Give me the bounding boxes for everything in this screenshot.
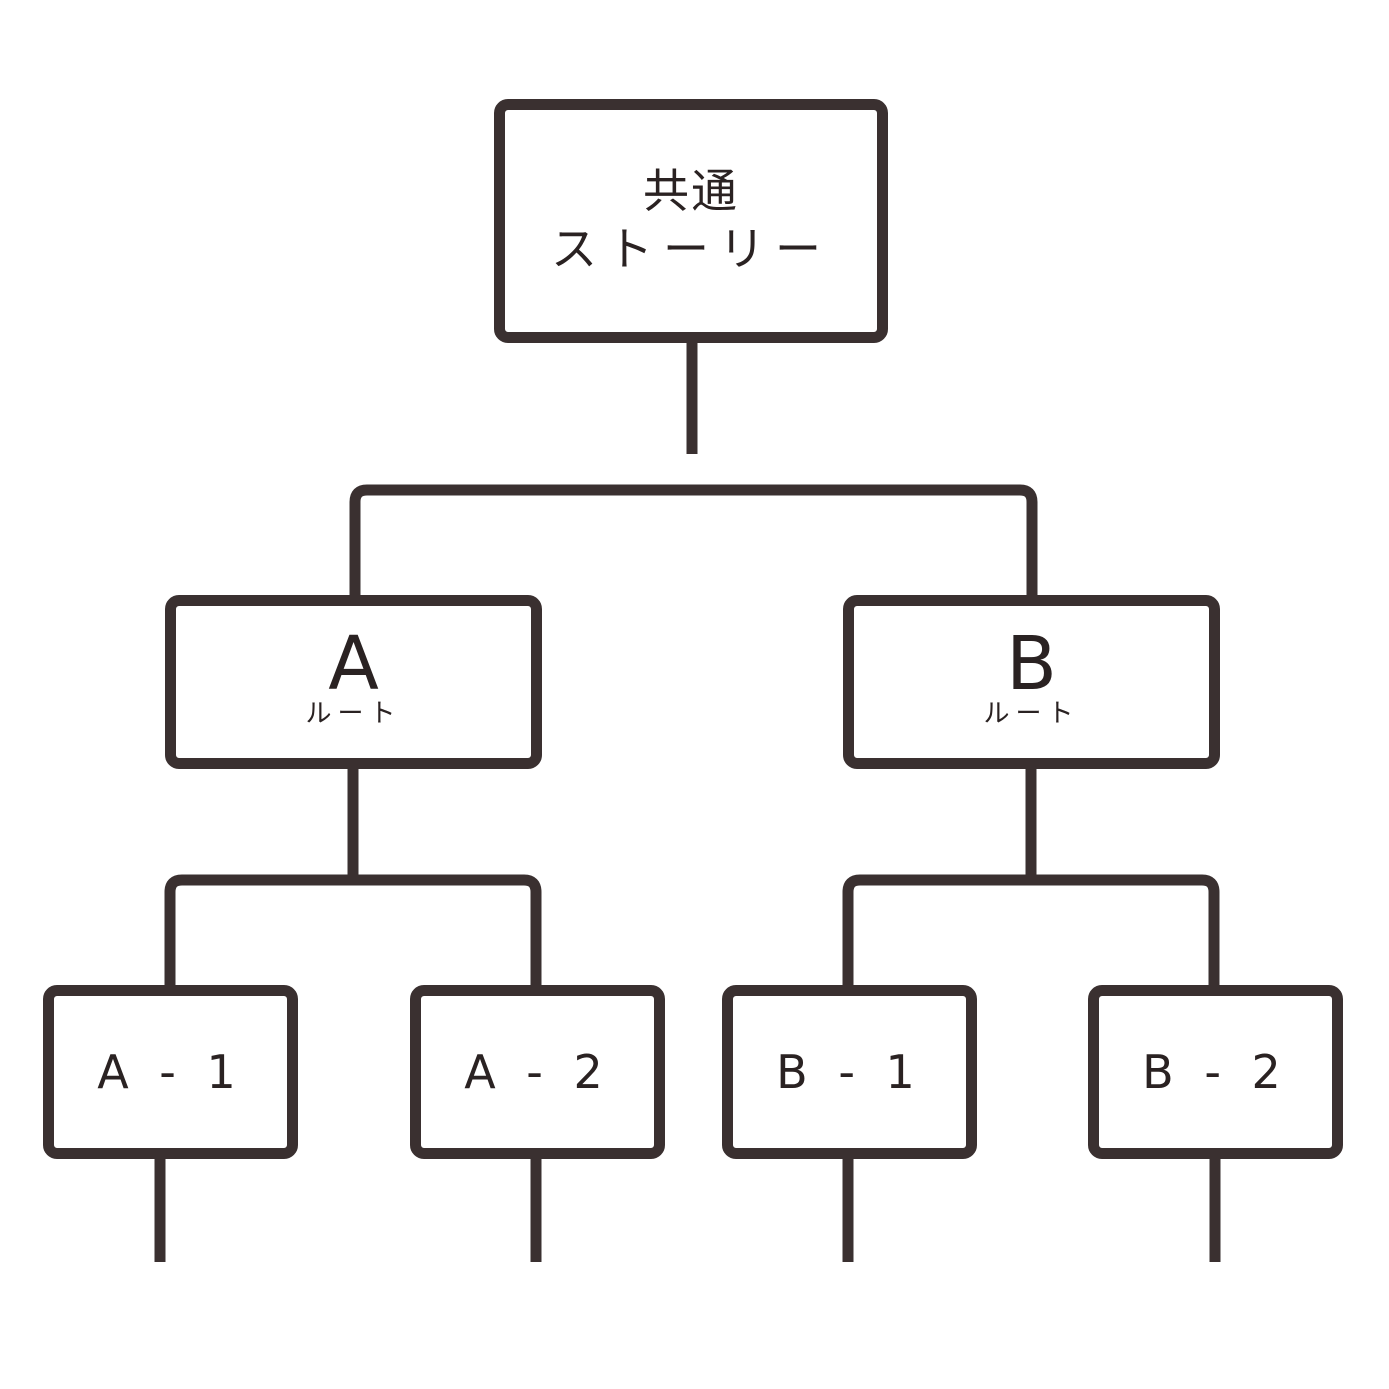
connector-root-bracket xyxy=(349,484,1038,598)
route-a-node: A ルート xyxy=(165,595,542,769)
route-a-label: A xyxy=(328,621,379,707)
branch-a1-label: A - 1 xyxy=(97,1045,244,1099)
branch-b2-node: B - 2 xyxy=(1088,985,1343,1159)
branch-b1-node: B - 1 xyxy=(722,985,977,1159)
branch-b1-label: B - 1 xyxy=(776,1045,923,1099)
common-story-label-line2: ストーリー xyxy=(551,222,831,276)
route-b-label: B xyxy=(1006,621,1057,707)
route-a-sublabel: ルート xyxy=(305,699,402,729)
route-b-sublabel: ルート xyxy=(983,699,1080,729)
common-story-node: 共通 ストーリー xyxy=(494,99,888,343)
branch-a1-node: A - 1 xyxy=(43,985,298,1159)
branch-b2-label: B - 2 xyxy=(1142,1045,1289,1099)
route-b-node: B ルート xyxy=(843,595,1220,769)
branch-a2-label: A - 2 xyxy=(464,1045,611,1099)
connector-b-bracket xyxy=(842,874,1220,988)
common-story-label-line1: 共通 xyxy=(643,164,739,218)
connector-a-bracket xyxy=(164,874,542,988)
branch-a2-node: A - 2 xyxy=(410,985,665,1159)
